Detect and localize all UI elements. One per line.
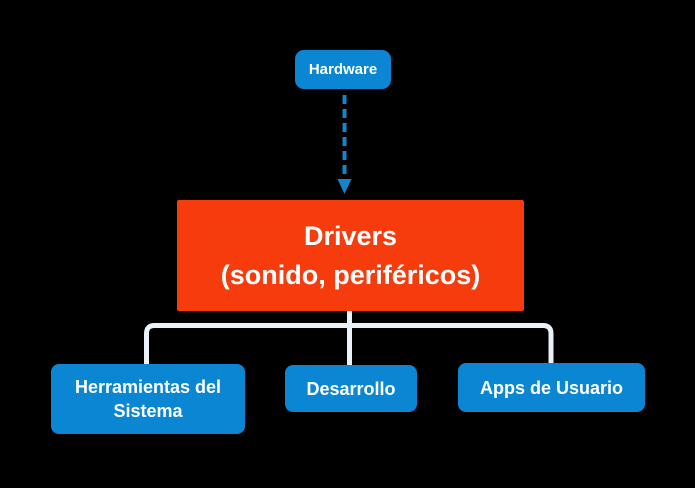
node-hardware: Hardware bbox=[295, 50, 391, 89]
node-drivers-subtitle: (sonido, periféricos) bbox=[220, 259, 481, 290]
dashed-arrow-hardware-to-drivers bbox=[337, 95, 352, 194]
node-desarrollo: Desarrollo bbox=[285, 365, 417, 412]
arrowhead-icon bbox=[337, 179, 352, 194]
node-drivers: Drivers (sonido, periféricos) bbox=[177, 200, 524, 311]
node-drivers-title: Drivers bbox=[303, 220, 398, 251]
tree-connector-drivers-to-children bbox=[144, 311, 554, 365]
node-herramientas-del-sistema: Herramientas del Sistema bbox=[51, 364, 245, 434]
node-apps-de-usuario: Apps de Usuario bbox=[458, 363, 645, 412]
